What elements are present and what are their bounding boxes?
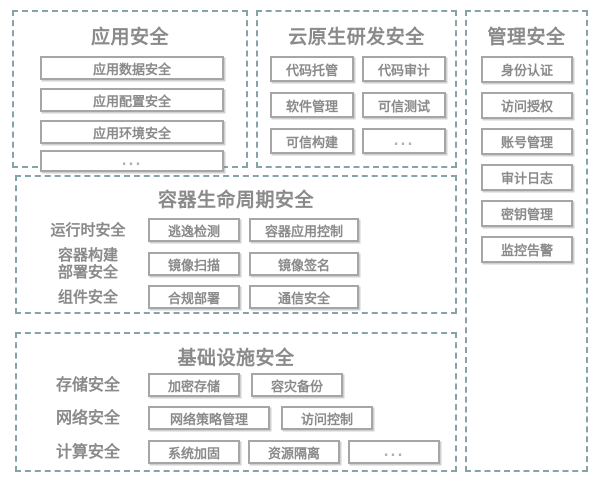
- row-label-network-security: 网络安全: [55, 408, 120, 428]
- box-system-hardening[interactable]: 系统加固: [148, 440, 240, 464]
- group-infrastructure-security: 基础设施安全 存储安全 加密存储 容灾备份 网络安全 网络策略管理 访问控制 计…: [15, 332, 457, 472]
- box-resource-isolation[interactable]: 资源隔离: [248, 440, 340, 464]
- group-title-cloud-native-dev-security: 云原生研发安全: [288, 26, 425, 48]
- box-identity-authentication[interactable]: 身份认证: [481, 56, 573, 83]
- box-account-management[interactable]: 账号管理: [481, 128, 573, 155]
- box-access-control[interactable]: 访问控制: [281, 406, 373, 430]
- box-container-app-control[interactable]: 容器应用控制: [249, 218, 359, 242]
- box-audit-log[interactable]: 审计日志: [481, 164, 573, 191]
- box-application-env-security[interactable]: 应用环境安全: [40, 120, 224, 144]
- box-monitoring-alerting[interactable]: 监控告警: [481, 236, 573, 263]
- group-application-security: 应用安全 应用数据安全 应用配置安全 应用环境安全 ...: [12, 10, 248, 172]
- group-container-lifecycle-security: 容器生命周期安全 运行时安全 逃逸检测 容器应用控制 容器构建 部署安全 镜像扫…: [15, 175, 457, 314]
- box-network-policy-management[interactable]: 网络策略管理: [148, 406, 270, 430]
- box-software-management[interactable]: 软件管理: [270, 92, 354, 118]
- row-label-compute-security: 计算安全: [55, 442, 120, 462]
- box-key-management[interactable]: 密钥管理: [481, 200, 573, 227]
- box-compute-more[interactable]: ...: [348, 440, 440, 464]
- box-application-config-security[interactable]: 应用配置安全: [40, 88, 224, 112]
- group-management-security: 管理安全 身份认证 访问授权 账号管理 审计日志 密钥管理 监控告警: [465, 10, 588, 472]
- box-code-audit[interactable]: 代码审计: [362, 56, 446, 82]
- box-cloud-native-more[interactable]: ...: [362, 128, 446, 154]
- box-application-more[interactable]: ...: [40, 150, 224, 172]
- row-label-runtime-security: 运行时安全: [50, 220, 126, 239]
- box-trusted-build[interactable]: 可信构建: [270, 128, 354, 154]
- group-title-container-lifecycle-security: 容器生命周期安全: [157, 189, 314, 211]
- group-title-management-security: 管理安全: [487, 26, 566, 48]
- row-label-container-build-deploy-security: 容器构建 部署安全: [57, 246, 118, 281]
- box-trusted-testing[interactable]: 可信测试: [362, 92, 446, 118]
- group-cloud-native-dev-security: 云原生研发安全 代码托管 代码审计 软件管理 可信测试 可信构建 ...: [256, 10, 457, 168]
- box-compliance-deployment[interactable]: 合规部署: [148, 285, 240, 309]
- group-title-application-security: 应用安全: [90, 26, 169, 48]
- box-encrypted-storage[interactable]: 加密存储: [148, 373, 240, 397]
- box-image-signing[interactable]: 镜像签名: [249, 252, 359, 276]
- box-application-data-security[interactable]: 应用数据安全: [40, 56, 224, 80]
- box-escape-detection[interactable]: 逃逸检测: [148, 218, 240, 242]
- row-label-component-security: 组件安全: [57, 287, 118, 306]
- box-communication-security[interactable]: 通信安全: [249, 285, 359, 309]
- box-code-hosting[interactable]: 代码托管: [270, 56, 354, 82]
- group-title-infrastructure-security: 基础设施安全: [177, 347, 295, 369]
- box-disaster-recovery-backup[interactable]: 容灾备份: [251, 373, 343, 397]
- row-label-storage-security: 存储安全: [55, 375, 120, 395]
- box-access-authorization[interactable]: 访问授权: [481, 92, 573, 119]
- box-image-scanning[interactable]: 镜像扫描: [148, 252, 240, 276]
